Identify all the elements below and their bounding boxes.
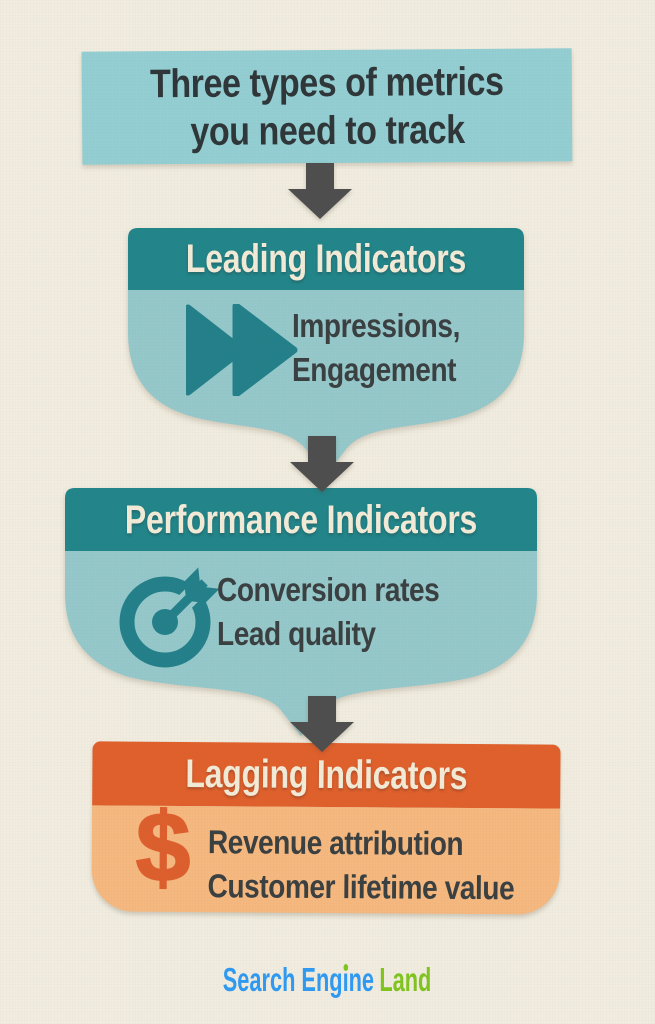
down-arrow-glyph: [290, 436, 354, 492]
dollar-icon: $: [134, 791, 191, 903]
title-line-1: Three types of metrics: [149, 59, 504, 106]
ff-triangle-1: [186, 304, 246, 396]
down-arrow-glyph: [290, 696, 354, 752]
target-dart-icon: [119, 567, 220, 668]
item-line: Conversion rates: [217, 571, 440, 608]
brand-i-dot: [343, 964, 349, 971]
brand-i-stem: ı: [343, 961, 350, 998]
section-title: Performance Indicators: [124, 498, 478, 542]
item-line: Lead quality: [217, 615, 376, 652]
brand-text-blue: Search Eng: [223, 961, 344, 998]
section-lagging-indicators: Lagging Indicators $ Revenue attribution…: [91, 741, 561, 915]
section-performance-indicators: Performance Indicators Conversion rates …: [65, 488, 537, 736]
down-arrow-1: [288, 163, 352, 219]
down-arrow-3: [290, 696, 354, 752]
brand-i: ı: [343, 962, 349, 998]
title-line-2: you need to track: [189, 107, 465, 154]
section-header-bar: [128, 228, 524, 291]
section-header-bar: [65, 488, 537, 552]
brand-text-blue-2: ne: [349, 961, 375, 998]
section-title: Leading Indicators: [185, 237, 467, 281]
title-box: Three types of metrics you need to track: [81, 48, 573, 165]
fast-forward-icon: [186, 304, 298, 396]
down-arrow-2: [290, 436, 354, 492]
item-line: Impressions,: [292, 307, 460, 344]
target-bullseye: [152, 609, 178, 635]
dart-flight: [184, 567, 220, 603]
section-leading-indicators: Leading Indicators Impressions, Engageme…: [128, 228, 524, 475]
item-line: Revenue attribution: [207, 823, 464, 862]
item-line: Engagement: [292, 351, 457, 388]
item-line: Customer lifetime value: [207, 867, 515, 907]
section-items: Conversion rates Lead quality: [217, 568, 440, 656]
target-ring: [119, 576, 211, 668]
brand-text-green: Land: [379, 961, 432, 998]
down-arrow-glyph: [288, 163, 352, 219]
section-items: Impressions, Engagement: [292, 304, 460, 392]
section-title: Lagging Indicators: [185, 752, 468, 798]
section-items: Revenue attribution Customer lifetime va…: [207, 820, 514, 910]
